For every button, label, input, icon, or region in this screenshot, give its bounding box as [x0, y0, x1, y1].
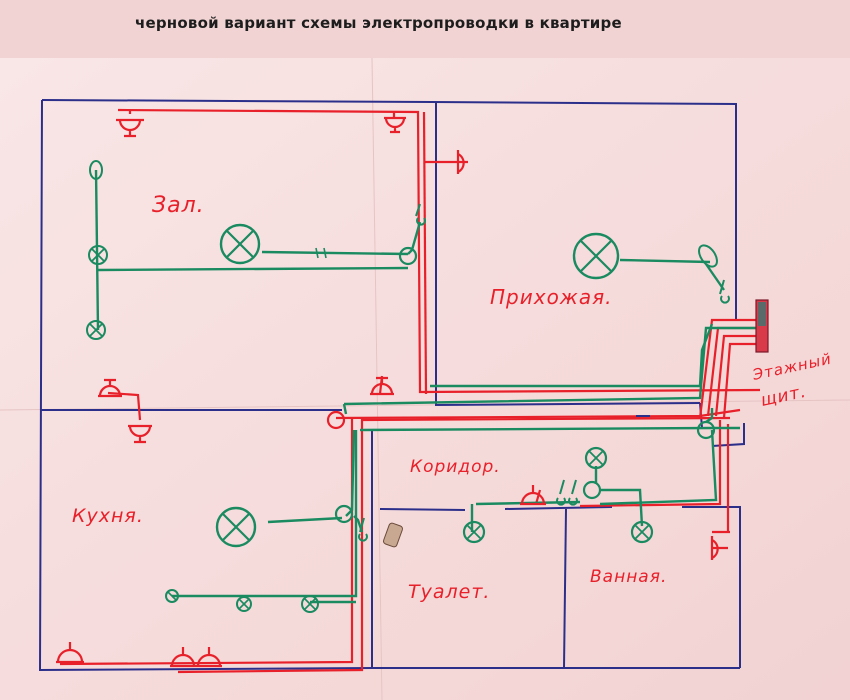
junction-corridor [326, 410, 346, 430]
lamp-small-zal-2 [88, 245, 108, 265]
sockets [56, 116, 728, 668]
socket-kitchen-3 [56, 642, 84, 664]
label-zal: Зал. [152, 193, 205, 218]
switch-prihozhaya [698, 244, 718, 268]
socket-corridor-2 [520, 485, 546, 506]
lamp-vannaya [630, 520, 654, 544]
junctions-switches [315, 203, 730, 542]
socket-kitchen-4 [170, 647, 196, 668]
diagram-caption: черновой вариант схемы электропроводки в… [135, 14, 622, 32]
lamp-fixtures [86, 160, 654, 613]
floor-panel [755, 299, 769, 353]
socket-zal-1 [116, 118, 144, 138]
lamp-small-zal-1 [89, 160, 103, 180]
junction-zal [398, 246, 418, 266]
socket-prihozhaya [456, 150, 468, 174]
switch-wc [568, 479, 578, 506]
green-wiring [94, 169, 766, 604]
red-wiring [59, 108, 762, 674]
socket-kitchen-5 [196, 647, 222, 668]
wiring-sketch: Зал. Прихожая. Коридор. Кухня. Туалет. В… [0, 58, 850, 700]
lamp-kuhnya [215, 506, 257, 548]
eraser-mark [383, 522, 403, 548]
socket-vannaya [710, 536, 728, 560]
socket-kitchen-1 [98, 378, 122, 398]
socket-corridor-1 [370, 376, 394, 396]
lamp-zal [219, 223, 261, 265]
junction-bath [582, 480, 602, 500]
lamp-small-zal-3 [86, 320, 106, 340]
label-kuhnya: Кухня. [72, 505, 144, 527]
switch-zal [415, 203, 426, 226]
label-koridor: Коридор. [410, 457, 501, 477]
switch-prihozhaya-2 [719, 279, 730, 304]
lamp-tualet [462, 520, 486, 544]
paper-fold-horizontal [0, 399, 850, 411]
label-vannaya: Ванная. [590, 567, 667, 587]
caption-bar: черновой вариант схемы электропроводки в… [0, 0, 850, 58]
lamp-prihozhaya [572, 232, 620, 280]
switch-corridor [556, 479, 566, 506]
cable-mark [315, 247, 319, 259]
lamp-koridor [584, 446, 608, 470]
cable-mark-2 [323, 247, 327, 259]
junction-kitchen [334, 504, 354, 524]
lamp-small-kitchen-1 [165, 589, 179, 603]
label-prihozhaya: Прихожая. [490, 285, 612, 309]
switch-kitchen [358, 517, 368, 542]
label-tualet: Туалет. [408, 581, 490, 603]
socket-zal-2 [384, 116, 406, 134]
junction-panel [696, 420, 716, 440]
lamp-small-kitchen-2 [236, 596, 252, 612]
lamp-small-kitchen-3 [301, 595, 319, 613]
socket-kitchen-2 [128, 424, 152, 444]
